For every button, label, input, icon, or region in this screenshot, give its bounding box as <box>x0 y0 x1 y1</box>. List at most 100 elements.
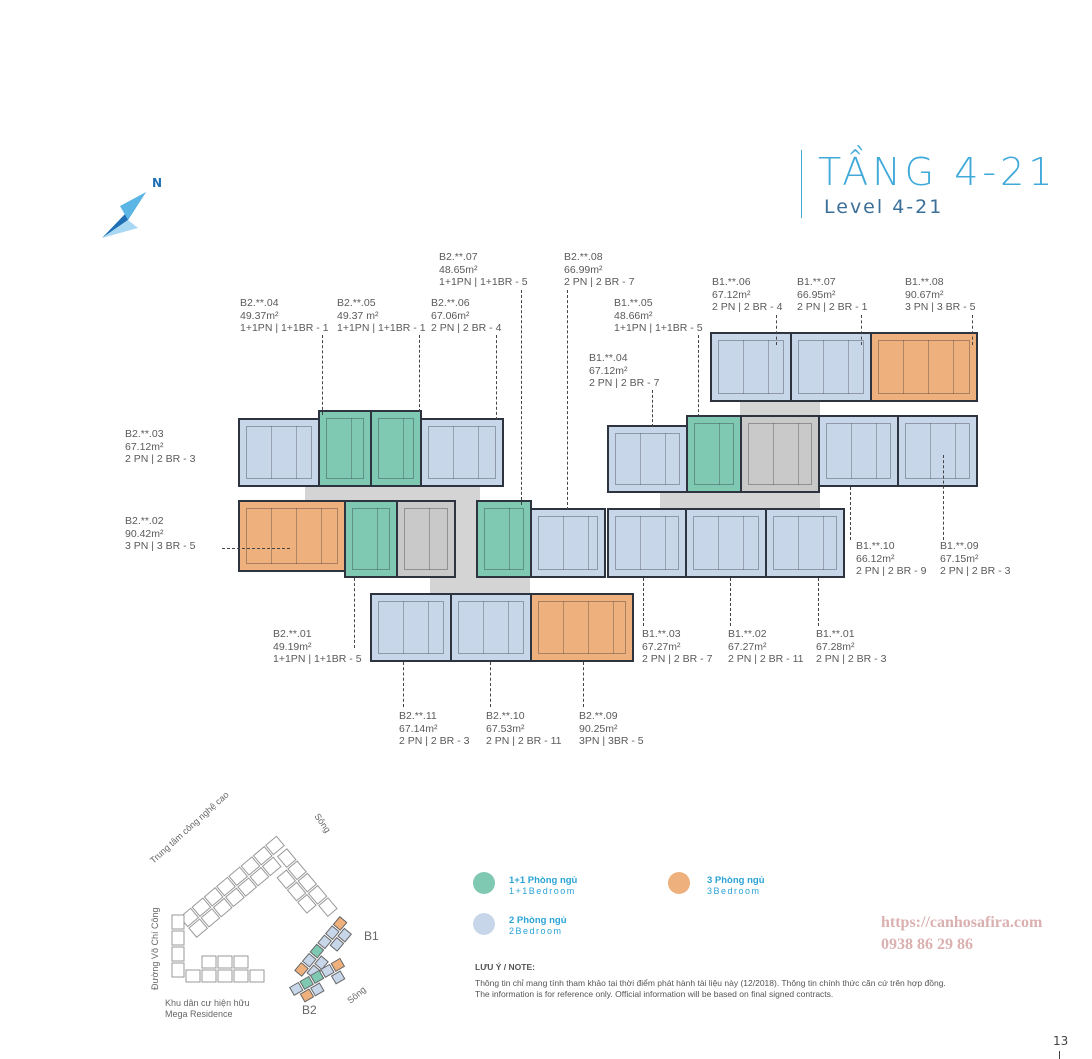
legend-swatch-2br <box>473 913 495 935</box>
page-number: 13 <box>1053 1034 1069 1048</box>
unit-b2-08[interactable] <box>530 508 606 578</box>
leader-line <box>776 315 777 345</box>
unit-b1-03[interactable] <box>607 508 687 578</box>
unit-b1-10[interactable] <box>818 415 899 487</box>
compass-icon <box>102 192 146 238</box>
leader-line <box>496 335 497 420</box>
corridor <box>660 493 820 508</box>
unit-code: B1.**.06 <box>712 276 751 288</box>
unit-code: B2.**.09 <box>579 710 618 722</box>
unit-b2-04[interactable] <box>318 410 372 487</box>
unit-area: 67.12m² <box>712 288 751 301</box>
site-label-b1: B1 <box>364 929 379 943</box>
unit-b1-02[interactable] <box>685 508 767 578</box>
corridor <box>740 402 820 417</box>
compass-north-label: N <box>152 176 163 190</box>
page-subtitle: Level 4-21 <box>824 196 944 218</box>
unit-code: B2.**.06 <box>431 297 470 309</box>
unit-b1-06[interactable] <box>710 332 792 402</box>
legend-label-en: 1+1Bedroom <box>509 886 576 896</box>
unit-type: 2 PN | 2 BR - 4 <box>431 322 502 334</box>
leader-line <box>730 578 731 626</box>
leader-line <box>698 335 699 417</box>
unit-type: 1+1PN | 1+1BR - 5 <box>273 653 362 665</box>
unit-area: 49.37 m² <box>337 309 379 322</box>
note-vi: Thông tin chỉ mang tính tham khảo tại th… <box>475 978 946 988</box>
unit-area: 67.28m² <box>816 640 855 653</box>
leader-line <box>222 548 290 549</box>
unit-code: B2.**.01 <box>273 628 312 640</box>
unit-b2-09[interactable] <box>530 593 634 662</box>
unit-area: 67.15m² <box>940 552 979 565</box>
unit-area: 67.12m² <box>589 364 628 377</box>
unit-type: 1+1PN | 1+1BR - 5 <box>439 276 528 288</box>
unit-type: 2 PN | 2 BR - 4 <box>712 301 783 313</box>
unit-b2-01[interactable] <box>344 500 398 578</box>
title-divider <box>801 150 802 218</box>
unit-code: B1.**.09 <box>940 540 979 552</box>
unit-b1-04[interactable] <box>607 425 688 493</box>
leader-line <box>583 662 584 707</box>
watermark-phone: 0938 86 29 86 <box>881 936 973 953</box>
unit-type: 2 PN | 2 BR - 3 <box>399 735 470 747</box>
unit-b2-06[interactable] <box>420 418 504 487</box>
unit-b1-07[interactable] <box>790 332 872 402</box>
unit-area: 66.95m² <box>797 288 836 301</box>
unit-b2-07[interactable] <box>476 500 532 578</box>
unit-b1-08[interactable] <box>870 332 978 402</box>
unit-b2-03[interactable] <box>238 418 320 487</box>
leader-line <box>652 390 653 427</box>
leader-line <box>322 335 323 415</box>
leader-line <box>818 578 819 626</box>
unit-code: B2.**.03 <box>125 428 164 440</box>
unit-area: 49.19m² <box>273 640 312 653</box>
unit-type: 2 PN | 2 BR - 3 <box>940 565 1011 577</box>
unit-area: 48.66m² <box>614 309 653 322</box>
unit-b1-09[interactable] <box>897 415 978 487</box>
legend-swatch-1plus1 <box>473 872 495 894</box>
unit-b2-02[interactable] <box>238 500 346 572</box>
unit-b1-05[interactable] <box>686 415 742 493</box>
legend-label-vi: 1+1 Phòng ngủ <box>509 875 578 886</box>
unit-code: B2.**.11 <box>399 710 437 722</box>
unit-type: 2 PN | 2 BR - 7 <box>642 653 713 665</box>
unit-type: 2 PN | 2 BR - 1 <box>797 301 868 313</box>
unit-b2-05[interactable] <box>370 410 422 487</box>
unit-b1-01[interactable] <box>765 508 845 578</box>
unit-code: B1.**.02 <box>728 628 767 640</box>
unit-area: 67.12m² <box>125 440 164 453</box>
unit-type: 2 PN | 2 BR - 3 <box>816 653 887 665</box>
unit-code: B2.**.08 <box>564 251 603 263</box>
unit-code: B2.**.10 <box>486 710 525 722</box>
unit-type: 2 PN | 2 BR - 7 <box>589 377 660 389</box>
leader-line <box>419 335 420 412</box>
unit-area: 67.27m² <box>728 640 767 653</box>
site-label-road: Đường Võ Chí Công <box>150 907 160 990</box>
page-title: TẦNG 4-21 <box>818 150 1057 194</box>
site-label-residence-1: Khu dân cư hiện hữu <box>165 998 250 1008</box>
unit-area: 90.67m² <box>905 288 944 301</box>
unit-area: 49.37m² <box>240 309 279 322</box>
unit-code: B1.**.03 <box>642 628 681 640</box>
unit-area: 48.65m² <box>439 263 478 276</box>
note-title: LƯU Ý / NOTE: <box>475 962 535 972</box>
unit-b2-11[interactable] <box>370 593 452 662</box>
leader-line <box>850 487 851 540</box>
unit-type: 2 PN | 2 BR - 9 <box>856 565 927 577</box>
unit-type: 3 PN | 3 BR - 5 <box>125 540 196 552</box>
leader-line <box>643 578 644 626</box>
unit-type: 2 PN | 2 BR - 11 <box>728 653 804 665</box>
unit-b2-10[interactable] <box>450 593 532 662</box>
